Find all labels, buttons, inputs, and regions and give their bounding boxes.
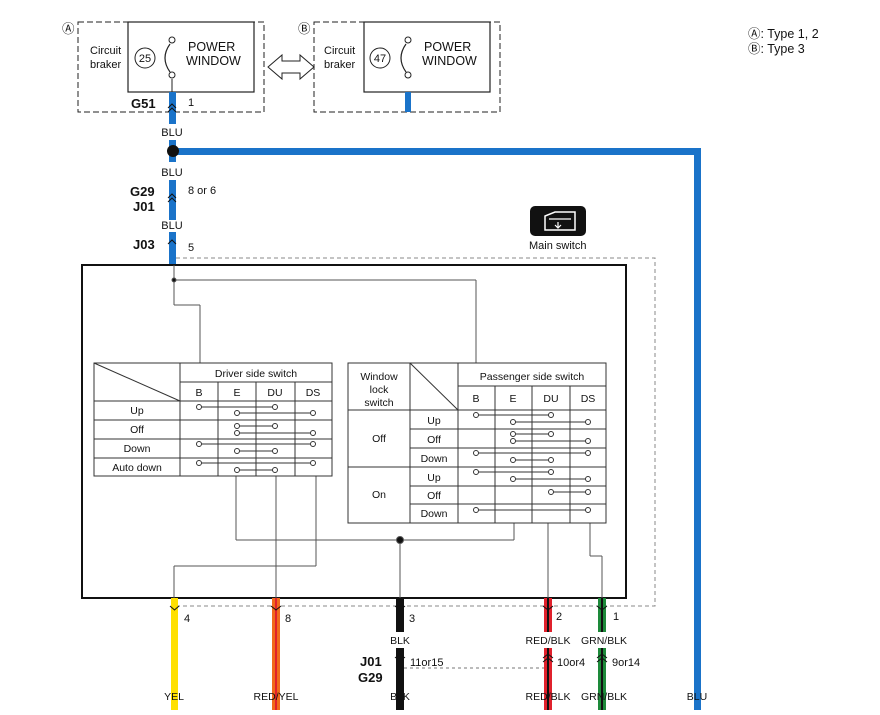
main-switch-icon: [530, 206, 586, 236]
module-a-pin: 1: [188, 97, 194, 109]
output-pin-1: 1: [613, 611, 619, 623]
driver-contacts: [196, 404, 316, 473]
double-arrow-icon: [267, 53, 315, 81]
blu-trunk-wire: [167, 92, 701, 710]
output-grnblk-1: GRN/BLK: [581, 635, 627, 647]
legend-type-a: Ⓐ: Type 1, 2: [748, 27, 819, 41]
passenger-col-ds: DS: [581, 393, 596, 405]
output-pins-red: 10or4: [557, 657, 585, 669]
passenger-side-switch-table: [347, 362, 607, 524]
passenger-row-up-2: Up: [427, 472, 441, 484]
junction-dot: [167, 145, 179, 157]
module-b: Ⓑ Circuit braker 47 POWER WINDOW: [298, 21, 501, 113]
trunk-connector-3: J03: [133, 237, 155, 252]
module-b-fuse-number: 47: [374, 53, 386, 65]
passenger-lock-header-3: switch: [364, 397, 393, 409]
output-pin-2: 2: [556, 611, 562, 623]
driver-side-switch-table: [93, 362, 333, 477]
driver-row-auto-down: Auto down: [112, 462, 162, 474]
internal-wiring: [171, 265, 603, 598]
passenger-col-e: E: [509, 393, 516, 405]
passenger-contacts: [473, 412, 591, 513]
driver-col-b: B: [195, 387, 202, 399]
output-wires: [169, 598, 608, 710]
passenger-lock-header-2: lock: [370, 384, 389, 396]
module-b-breaker-label-2: braker: [324, 59, 356, 71]
breaker-symbol-icon: [164, 36, 176, 92]
driver-col-ds: DS: [306, 387, 321, 399]
passenger-lock-off: Off: [372, 433, 386, 445]
passenger-table-title: Passenger side switch: [480, 371, 585, 383]
passenger-row-off-2: Off: [427, 490, 441, 502]
driver-col-du: DU: [267, 387, 282, 399]
passenger-col-b: B: [472, 393, 479, 405]
output-blk-1: BLK: [390, 635, 410, 647]
passenger-lock-header-1: Window: [360, 371, 398, 383]
trunk-wire-color-1: BLU: [161, 127, 182, 139]
output-pins-grn: 9or14: [612, 657, 640, 669]
module-b-fuse-label-1: POWER: [424, 40, 471, 54]
driver-row-off: Off: [130, 424, 144, 436]
output-redyel: RED/YEL: [254, 691, 299, 703]
module-a-breaker-label-2: braker: [90, 59, 122, 71]
passenger-row-off-1: Off: [427, 434, 441, 446]
main-switch-box: [81, 264, 627, 599]
trunk-wire-color-3: BLU: [161, 220, 182, 232]
driver-table-title: Driver side switch: [215, 368, 297, 380]
output-grnblk-2: GRN/BLK: [581, 691, 627, 703]
output-blk-2: BLK: [390, 691, 410, 703]
module-b-fuse-label-2: WINDOW: [422, 54, 477, 68]
output-pins-blk: 11or15: [410, 657, 443, 669]
output-redblk-1: RED/BLK: [526, 635, 571, 647]
output-connector-g29: G29: [358, 670, 383, 685]
output-pin-3: 3: [409, 613, 415, 625]
output-pin-4: 4: [184, 613, 190, 625]
output-pin-8: 8: [285, 613, 291, 625]
output-connector-j01: J01: [360, 654, 382, 669]
module-b-breaker-label-1: Circuit: [324, 45, 355, 57]
main-switch-label: Main switch: [529, 240, 586, 252]
trunk-pin-3: 5: [188, 242, 194, 254]
module-a-breaker-label-1: Circuit: [90, 45, 121, 57]
module-a-marker: Ⓐ: [62, 22, 75, 36]
passenger-row-down-2: Down: [421, 508, 448, 520]
passenger-row-up-1: Up: [427, 415, 441, 427]
module-a-fuse-label-2: WINDOW: [186, 54, 241, 68]
passenger-row-down-1: Down: [421, 453, 448, 465]
passenger-lock-on: On: [372, 489, 386, 501]
driver-row-down: Down: [124, 443, 151, 455]
module-a-fuse-label-1: POWER: [188, 40, 235, 54]
driver-col-e: E: [233, 387, 240, 399]
module-b-marker: Ⓑ: [298, 22, 311, 36]
output-redblk-2: RED/BLK: [526, 691, 571, 703]
legend-type-b: Ⓑ: Type 3: [748, 42, 805, 56]
trunk-wire-color-2: BLU: [161, 167, 182, 179]
output-blu: BLU: [687, 691, 707, 703]
module-a: Ⓐ Circuit braker 25 POWER WINDOW: [62, 21, 265, 113]
module-a-connector: G51: [131, 96, 156, 111]
trunk-connector-2: J01: [133, 199, 155, 214]
breaker-symbol-icon: [400, 36, 412, 79]
trunk-pins: 8 or 6: [188, 185, 216, 197]
module-a-fuse-number: 25: [139, 53, 151, 65]
driver-row-up: Up: [130, 405, 144, 417]
passenger-col-du: DU: [543, 393, 558, 405]
output-yel: YEL: [164, 691, 184, 703]
trunk-connector-1: G29: [130, 184, 155, 199]
